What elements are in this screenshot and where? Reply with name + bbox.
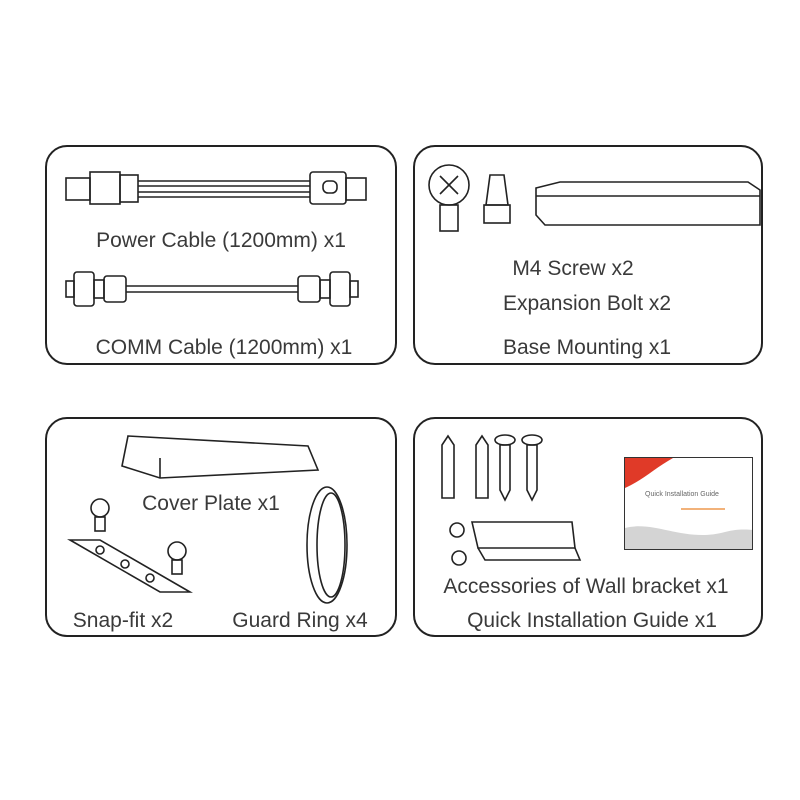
guide-cover-art <box>625 458 752 549</box>
quick-installation-guide-label: Quick Installation Guide x1 <box>467 609 717 632</box>
power-cable-label: Power Cable (1200mm) x1 <box>96 229 346 252</box>
m4-screw-label: M4 Screw x2 <box>512 257 634 280</box>
snap-fit-label: Snap-fit x2 <box>72 609 174 632</box>
panel-covers <box>45 417 397 637</box>
quick-installation-guide-thumbnail: Quick Installation Guide <box>624 457 753 550</box>
panel-cables <box>45 145 397 365</box>
base-mounting-label: Base Mounting x1 <box>502 336 672 359</box>
panel-mounting <box>413 145 763 365</box>
panel-accessories <box>413 417 763 637</box>
guard-ring-label: Guard Ring x4 <box>232 609 368 632</box>
guide-thumbnail-title: Quick Installation Guide <box>645 491 719 498</box>
cover-plate-label: Cover Plate x1 <box>142 492 280 515</box>
comm-cable-label: COMM Cable (1200mm) x1 <box>95 336 353 359</box>
expansion-bolt-label: Expansion Bolt x2 <box>502 292 672 315</box>
wall-bracket-accessories-label: Accessories of Wall bracket x1 <box>443 575 729 598</box>
guide-thumbnail-subtitle-line <box>681 508 725 510</box>
